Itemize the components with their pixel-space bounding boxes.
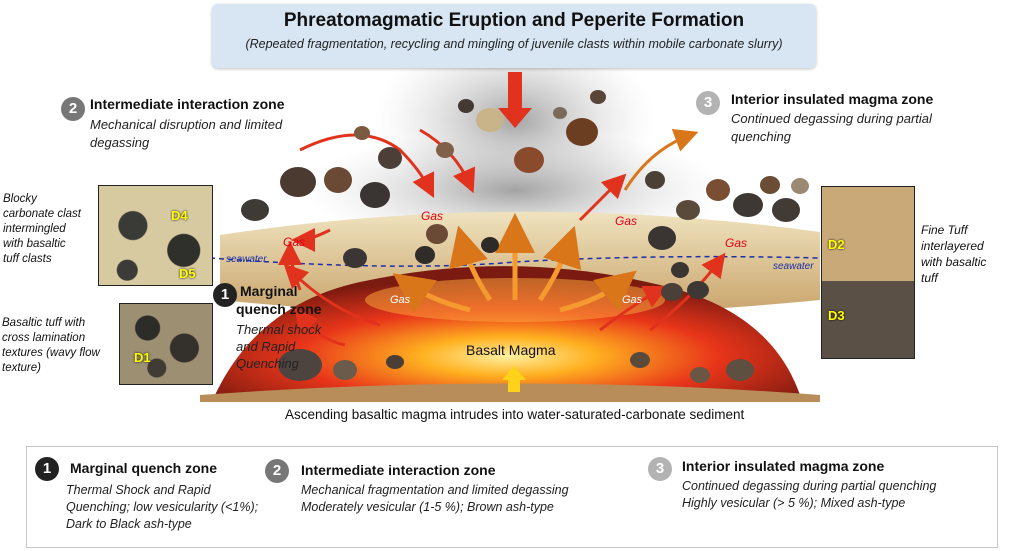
note-line: cross lamination xyxy=(2,331,100,346)
note-line: carbonate clast xyxy=(3,207,81,222)
note-line: tuff clasts xyxy=(3,252,81,267)
gas-label: Gas xyxy=(283,235,305,249)
panel-label-d5: D5 xyxy=(179,266,196,281)
note-line: texture) xyxy=(2,361,100,376)
legend-badge-3: 3 xyxy=(648,457,672,481)
legend-desc-3: Continued degassing during partial quenc… xyxy=(682,478,992,512)
legend-badge-1: 1 xyxy=(35,457,59,481)
zone-3-desc-line2: quenching xyxy=(731,128,791,145)
zone-1-desc-line1: Thermal shock xyxy=(236,321,321,338)
note-line: with basaltic xyxy=(3,237,81,252)
legend-line: Quenching; low vesicularity (<1%); xyxy=(66,499,331,516)
outcrop-photo-d2-d3: D2 D3 xyxy=(821,186,915,359)
note-line: tuff xyxy=(921,270,986,286)
legend-line: Continued degassing during partial quenc… xyxy=(682,478,992,495)
gas-label: Gas xyxy=(725,236,747,250)
zone-2-desc-line2: degassing xyxy=(90,134,149,151)
panel-label-d1: D1 xyxy=(134,350,151,365)
legend-badge-2: 2 xyxy=(265,459,289,483)
zone-1-title-line1: Marginal xyxy=(240,283,298,299)
seawater-label: seawater xyxy=(773,261,814,272)
note-line: intermingled xyxy=(3,222,81,237)
magma-label: Basalt Magma xyxy=(466,342,555,358)
note-line: with basaltic xyxy=(921,254,986,270)
legend-line: Dark to Black ash-type xyxy=(66,516,331,533)
panel-label-d3: D3 xyxy=(828,308,845,323)
legend-line: Thermal Shock and Rapid xyxy=(66,482,331,499)
zone-2-desc-line1: Mechanical disruption and limited xyxy=(90,116,282,133)
legend-line: Highly vesicular (> 5 %); Mixed ash-type xyxy=(682,495,992,512)
panel-label-d4: D4 xyxy=(171,208,188,223)
zone-2-title: Intermediate interaction zone xyxy=(90,96,284,112)
outcrop-photo-d4-d5: D4 D5 xyxy=(98,185,213,286)
zone-3-desc-line1: Continued degassing during partial xyxy=(731,110,932,127)
diagram-subtitle: (Repeated fragmentation, recycling and m… xyxy=(212,37,816,51)
gas-label: Gas xyxy=(622,294,642,306)
title-box: Phreatomagmatic Eruption and Peperite Fo… xyxy=(212,4,816,68)
gas-label: Gas xyxy=(615,214,637,228)
note-line: interlayered xyxy=(921,238,986,254)
note-line: Basaltic tuff with xyxy=(2,316,100,331)
panel-label-d2: D2 xyxy=(828,237,845,252)
zone-2-badge: 2 xyxy=(61,97,85,121)
diagram-title: Phreatomagmatic Eruption and Peperite Fo… xyxy=(212,10,816,32)
legend-title-3: Interior insulated magma zone xyxy=(682,458,884,474)
zone-3-badge: 3 xyxy=(696,91,720,115)
note-line: textures (wavy flow xyxy=(2,346,100,361)
left-bottom-note: Basaltic tuff with cross lamination text… xyxy=(2,316,100,376)
seawater-label: seawater xyxy=(226,254,267,265)
figure-caption: Ascending basaltic magma intrudes into w… xyxy=(285,407,744,422)
zone-1-desc-line2: and Rapid xyxy=(236,338,295,355)
legend-desc-2: Mechanical fragmentation and limited deg… xyxy=(301,482,631,516)
zone-3-title: Interior insulated magma zone xyxy=(731,91,933,107)
zone-1-badge: 1 xyxy=(213,283,237,307)
legend-title-1: Marginal quench zone xyxy=(70,460,217,476)
legend-desc-1: Thermal Shock and Rapid Quenching; low v… xyxy=(66,482,331,533)
zone-1-desc-line3: Quenching xyxy=(236,355,299,372)
gas-label: Gas xyxy=(421,209,443,223)
zone-1-title-line2: quench zone xyxy=(236,301,322,317)
legend-line: Moderately vesicular (1-5 %); Brown ash-… xyxy=(301,499,631,516)
legend-line: Mechanical fragmentation and limited deg… xyxy=(301,482,631,499)
note-line: Blocky xyxy=(3,192,81,207)
gas-label: Gas xyxy=(390,294,410,306)
legend-box: 1 Marginal quench zone Thermal Shock and… xyxy=(26,446,998,548)
legend-title-2: Intermediate interaction zone xyxy=(301,462,495,478)
outcrop-photo-d1: D1 xyxy=(119,303,213,385)
right-note: Fine Tuff interlayered with basaltic tuf… xyxy=(921,222,986,286)
left-top-note: Blocky carbonate clast intermingled with… xyxy=(3,192,81,267)
note-line: Fine Tuff xyxy=(921,222,986,238)
